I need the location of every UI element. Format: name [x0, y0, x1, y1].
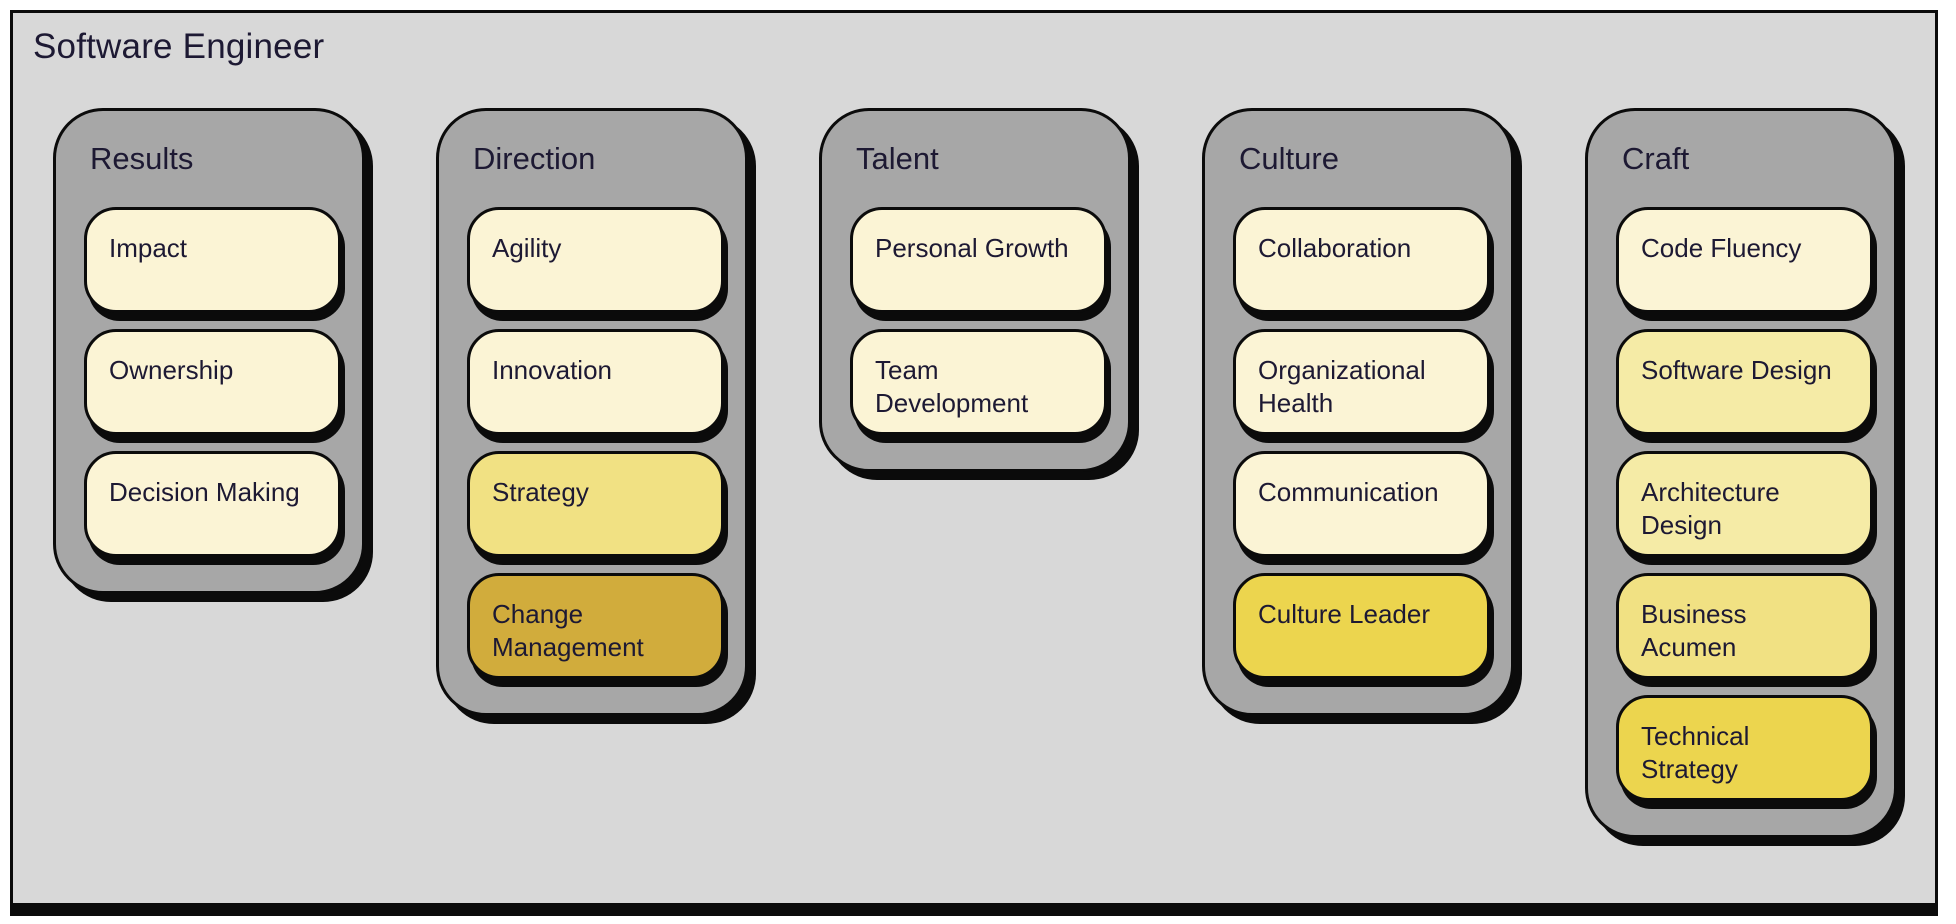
competency-card-code-fluency: Code Fluency [1616, 207, 1873, 313]
competency-card-technical-strategy: Technical Strategy [1616, 695, 1873, 801]
competency-card-communication: Communication [1233, 451, 1490, 557]
category-title: Direction [473, 141, 596, 176]
category-title: Culture [1239, 141, 1339, 176]
competency-label: Software Design [1641, 355, 1832, 385]
competency-label: Impact [109, 233, 188, 263]
competency-card-architecture-design: Architecture Design [1616, 451, 1873, 557]
competency-label: Decision Making [109, 477, 300, 507]
competency-card-ownership: Ownership [84, 329, 341, 435]
competency-card-strategy: Strategy [467, 451, 724, 557]
competency-card-business-acumen: Business Acumen [1616, 573, 1873, 679]
competency-label: Change Management [492, 599, 644, 662]
category-title: Results [90, 141, 194, 176]
role-title: Software Engineer [33, 27, 325, 66]
competency-label: Business Acumen [1641, 599, 1747, 662]
competency-card-innovation: Innovation [467, 329, 724, 435]
category-title: Craft [1622, 141, 1690, 176]
competency-label: Code Fluency [1641, 233, 1802, 263]
competency-label: Organizational Health [1258, 355, 1426, 418]
competency-label: Team Development [875, 355, 1029, 418]
competency-label: Architecture Design [1641, 477, 1780, 540]
competency-card-organizational-health: Organizational Health [1233, 329, 1490, 435]
competency-card-change-management: Change Management [467, 573, 724, 679]
competency-label: Collaboration [1258, 233, 1412, 263]
competency-card-team-development: Team Development [850, 329, 1107, 435]
competency-card-personal-growth: Personal Growth [850, 207, 1107, 313]
competency-label: Culture Leader [1258, 599, 1430, 629]
competency-label: Communication [1258, 477, 1439, 507]
competency-card-collaboration: Collaboration [1233, 207, 1490, 313]
competency-card-culture-leader: Culture Leader [1233, 573, 1490, 679]
competency-label: Agility [492, 233, 562, 263]
category-title: Talent [856, 141, 939, 176]
competency-card-agility: Agility [467, 207, 724, 313]
competency-card-decision-making: Decision Making [84, 451, 341, 557]
competency-label: Technical Strategy [1641, 721, 1750, 784]
competency-label: Innovation [492, 355, 612, 385]
competency-card-software-design: Software Design [1616, 329, 1873, 435]
competency-label: Strategy [492, 477, 589, 507]
competency-card-impact: Impact [84, 207, 341, 313]
competency-label: Personal Growth [875, 233, 1069, 263]
competency-label: Ownership [109, 355, 234, 385]
